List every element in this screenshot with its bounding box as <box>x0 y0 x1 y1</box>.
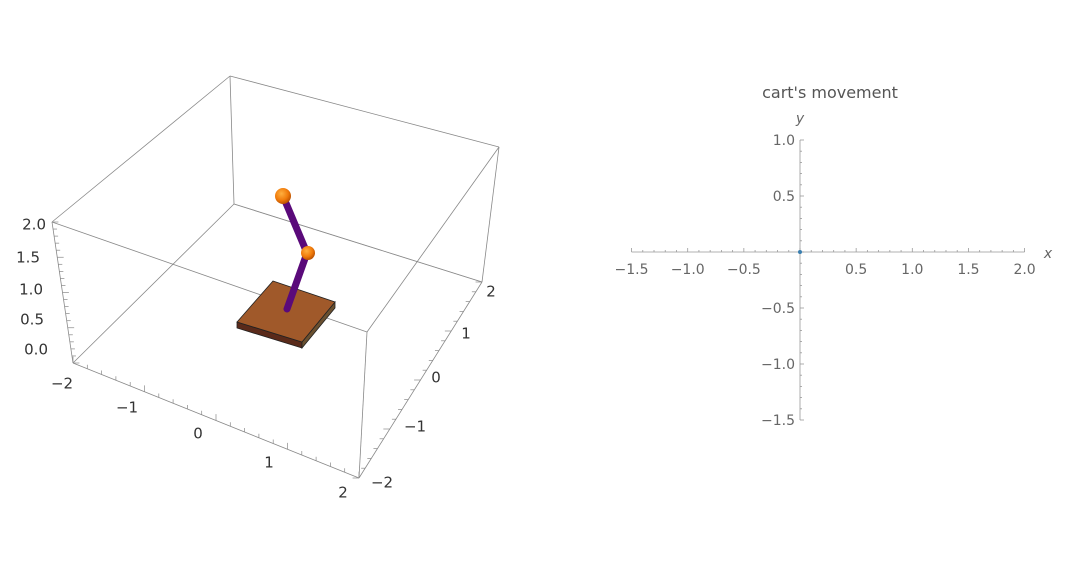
y-tick-label: −1.5 <box>761 413 795 429</box>
box-edge <box>481 146 500 283</box>
y-tick-label: 2 <box>486 283 496 301</box>
plot-title: cart's movement <box>762 83 898 102</box>
z-tick-label: 0.0 <box>24 341 48 359</box>
z-tick-label: 0.5 <box>20 311 44 329</box>
x-tick-label: 1 <box>264 454 274 472</box>
y-tick-label: −1 <box>404 418 426 436</box>
x-tick-labels: −2 −1 0 1 2 <box>51 375 348 502</box>
x-tick-label: 1.0 <box>901 262 923 278</box>
x-tick-label: −2 <box>51 375 73 393</box>
y-tick-label: 1 <box>461 325 471 343</box>
x-tick-label: 0.5 <box>845 262 867 278</box>
box-edge <box>229 75 235 205</box>
y-tick-label: 1.0 <box>773 133 795 149</box>
y-tick-label: −2 <box>371 474 393 492</box>
x-tick-label: −1.0 <box>671 262 705 278</box>
bounding-box <box>51 75 500 479</box>
pendulum-mass-2 <box>275 188 291 204</box>
box-edge <box>51 75 231 223</box>
box-edge <box>229 75 500 148</box>
z-tick-label: 2.0 <box>22 216 46 234</box>
y-axis-label: y <box>795 111 805 127</box>
cart <box>236 280 336 350</box>
pendulum-rod-1 <box>283 249 311 313</box>
y-tick-label: 0.5 <box>773 189 795 205</box>
x-tick-label: −0.5 <box>727 262 761 278</box>
box-edge <box>366 146 500 333</box>
y-tick-label: −0.5 <box>761 301 795 317</box>
x-tick-label: 0 <box>193 425 203 443</box>
x-tick-label: 2 <box>338 484 348 502</box>
x-axis-label: x <box>1043 246 1053 262</box>
y-tick-label: −1.0 <box>761 357 795 373</box>
x-tick-label: −1 <box>116 399 138 417</box>
y-tick-label: 0 <box>431 369 441 387</box>
x-tick-label: 2.0 <box>1013 262 1035 278</box>
z-tick-label: 1.0 <box>19 281 43 299</box>
x-tick-label: −1.5 <box>615 262 649 278</box>
box-edge <box>358 331 368 479</box>
y-tick-labels: −2 −1 0 1 2 <box>371 283 496 492</box>
pendulum-rod-2 <box>279 192 311 257</box>
x-tick-label: 1.5 <box>957 262 979 278</box>
z-tick-label: 1.5 <box>16 249 40 267</box>
data-point <box>798 250 802 254</box>
z-tick-labels: 0.0 0.5 1.0 1.5 2.0 <box>16 216 48 359</box>
3d-plot[interactable]: 0.0 0.5 1.0 1.5 2.0 −2 −1 0 1 2 −2 −1 0 … <box>0 0 540 520</box>
box-edge <box>72 203 235 364</box>
pendulum-mass-1 <box>301 246 315 260</box>
